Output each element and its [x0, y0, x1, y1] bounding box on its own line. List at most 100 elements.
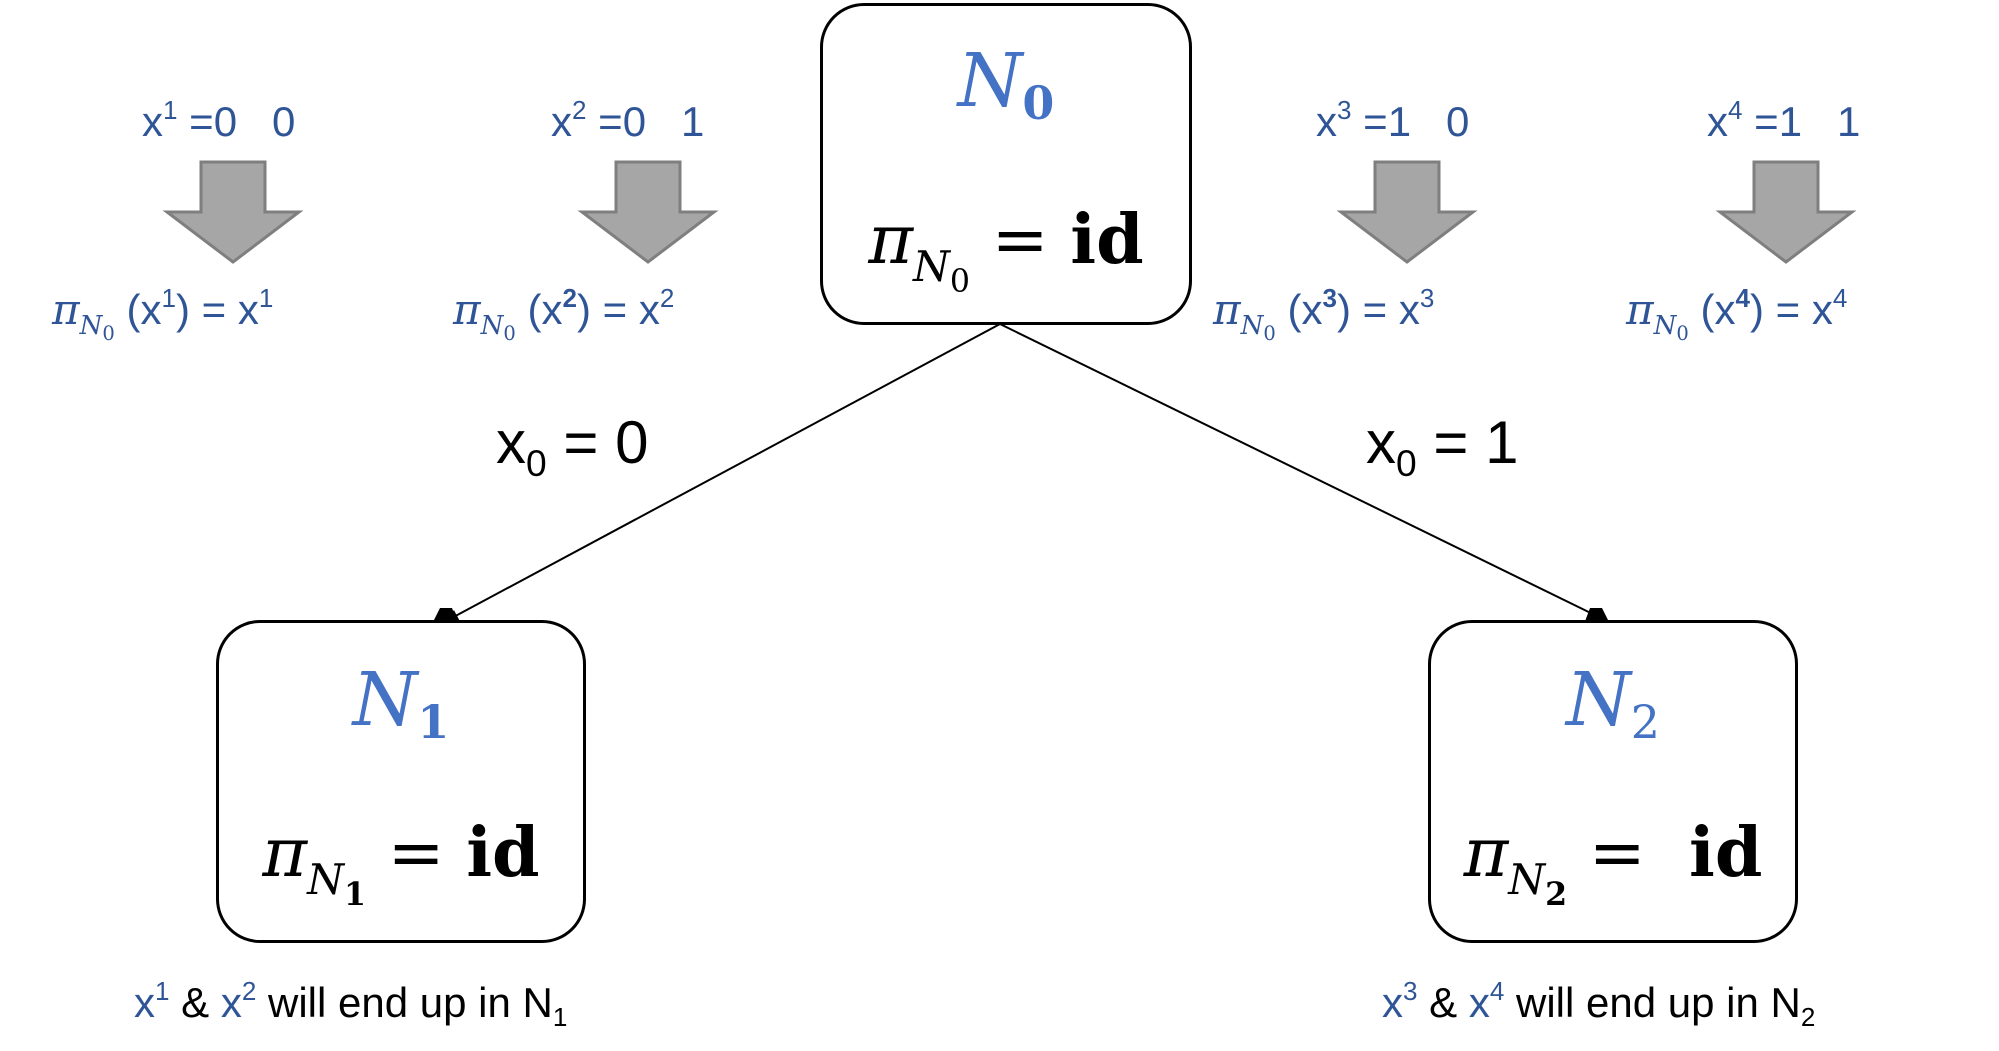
equals-sign: =: [1588, 814, 1646, 893]
note-right: x3 & x4 will end up in N2: [1382, 978, 1815, 1030]
edge-right-line: [999, 323, 1607, 621]
node-permutation: πN1 = id: [219, 819, 583, 910]
perm-result-3: πN0 (x3) = x3: [1213, 283, 1435, 346]
node-letter: N: [957, 38, 1023, 124]
var: x: [1316, 97, 1337, 145]
pi-sub-letter: N: [79, 311, 103, 342]
pi-symbol: π: [868, 201, 914, 280]
perm-sub-index: 0: [949, 263, 971, 300]
perm-value: id: [466, 813, 540, 893]
node-n2: N2 πN2 = id: [1428, 620, 1798, 943]
edge-condition: = 1: [1416, 409, 1519, 476]
pi-sub-letter: N: [480, 311, 504, 342]
pi-symbol: π: [453, 284, 481, 334]
pi-symbol: π: [1626, 284, 1654, 334]
note-var-b-sup: 2: [241, 976, 257, 1006]
pi-sub-index: 0: [1676, 322, 1689, 346]
result-var: x: [1398, 285, 1420, 333]
perm-sub-index: 2: [1545, 875, 1568, 913]
edge-var-sub: 0: [526, 442, 547, 485]
note-var-b: x: [220, 978, 242, 1026]
node-title: N0: [823, 44, 1189, 127]
result-sup: 2: [659, 283, 675, 313]
result-sup: 1: [258, 283, 274, 313]
down-arrow-icon: [1336, 160, 1478, 264]
node-n0: N0 πN0 = id: [820, 3, 1192, 325]
down-arrow-icon: [1715, 160, 1857, 264]
node-letter: N: [352, 657, 418, 743]
var: x: [142, 97, 163, 145]
note-var-a: x: [1382, 978, 1403, 1026]
bits: 0 0: [213, 97, 296, 145]
var-sup: 2: [572, 95, 587, 125]
var-sup: 3: [1337, 95, 1352, 125]
note-amp: &: [169, 978, 221, 1026]
var-sup: 1: [163, 95, 178, 125]
note-var-a: x: [134, 978, 155, 1026]
pi-sub-letter: N: [1653, 311, 1677, 342]
arg-var: x: [1714, 285, 1736, 333]
arg-sup: 1: [161, 283, 176, 313]
perm-sub-index: 1: [343, 875, 366, 913]
bits: 1 0: [1387, 97, 1470, 145]
result-sup: 4: [1832, 283, 1848, 313]
perm-result-2: πN0 (x2) = x2: [453, 283, 675, 346]
arg-var: x: [1301, 285, 1323, 333]
input-vector-4: x4 =1 1: [1707, 97, 1860, 143]
perm-result-4: πN0 (x4) = x4: [1626, 283, 1848, 346]
equals-sign: =: [1754, 97, 1779, 145]
perm-sub-letter: N: [1508, 854, 1546, 904]
equals-sign: =: [387, 814, 445, 893]
down-arrow-icon: [162, 160, 304, 264]
var: x: [551, 97, 572, 145]
note-node-sub: 1: [552, 1002, 568, 1033]
arg-var: x: [140, 285, 162, 333]
arg-sup: 4: [1735, 283, 1750, 313]
note-var-a-sup: 3: [1403, 976, 1418, 1006]
pi-symbol: π: [1463, 814, 1509, 893]
note-text: will end up in N: [1504, 978, 1801, 1026]
node-index: 0: [1022, 75, 1055, 130]
input-vector-2: x2 =0 1: [551, 97, 704, 143]
node-permutation: πN0 = id: [823, 206, 1189, 298]
pi-symbol: π: [262, 814, 308, 893]
pi-symbol: π: [1213, 284, 1241, 334]
input-vector-3: x3 =1 0: [1316, 97, 1469, 143]
equals-sign: =: [1363, 97, 1388, 145]
edge-var-sub: 0: [1396, 442, 1417, 485]
bits: 1 1: [1778, 97, 1861, 145]
input-vector-1: x1 =0 0: [142, 97, 295, 143]
note-amp: &: [1417, 978, 1469, 1026]
arg-sup: 2: [562, 283, 577, 313]
pi-sub-index: 0: [503, 322, 516, 346]
perm-sub-letter: N: [307, 854, 344, 904]
equals-sign: =: [189, 97, 214, 145]
node-index: 1: [417, 694, 450, 749]
node-letter: N: [1566, 657, 1631, 743]
node-permutation: πN2 = id: [1431, 819, 1795, 910]
node-title: N1: [219, 663, 583, 746]
node-title: N2: [1431, 663, 1795, 746]
edge-label-right: x0 = 1: [1366, 413, 1518, 482]
node-n1: N1 πN1 = id: [216, 620, 586, 943]
perm-sub-letter: N: [913, 241, 950, 291]
arg-sup: 3: [1322, 283, 1337, 313]
pi-symbol: π: [52, 284, 80, 334]
var-sup: 4: [1728, 95, 1743, 125]
result-var: x: [1811, 285, 1833, 333]
edge-var: x: [496, 409, 526, 476]
note-left: x1 & x2 will end up in N1: [134, 978, 567, 1030]
perm-value: id: [1070, 200, 1144, 280]
var: x: [1707, 97, 1728, 145]
note-var-b-sup: 4: [1489, 976, 1505, 1006]
note-node-sub: 2: [1800, 1002, 1816, 1033]
pi-sub-letter: N: [1240, 311, 1264, 342]
equals-sign: =: [991, 201, 1049, 280]
result-var: x: [638, 285, 660, 333]
note-var-b: x: [1468, 978, 1490, 1026]
edge-left-line: [446, 323, 1001, 621]
down-arrow-icon: [577, 160, 719, 264]
result-var: x: [237, 285, 259, 333]
edge-var: x: [1366, 409, 1396, 476]
bits: 0 1: [622, 97, 705, 145]
